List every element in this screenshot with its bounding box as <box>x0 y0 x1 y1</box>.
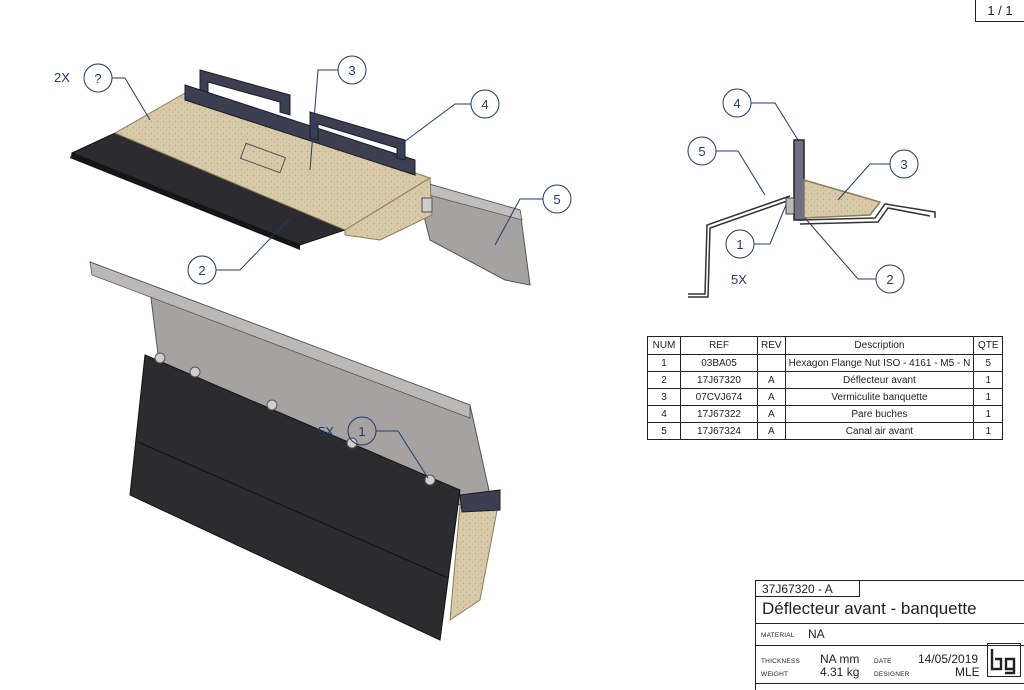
weight-label: WEIGHT <box>761 671 789 678</box>
date-label: DATE <box>874 658 892 665</box>
material-label: MATERIAL <box>761 632 795 639</box>
bom-cell: 17J67322 <box>680 405 758 423</box>
table-row: 5 17J67324 A Canal air avant 1 <box>647 422 1004 440</box>
bom-header-qty: QTE <box>973 336 1004 355</box>
bom-cell: A <box>757 371 786 389</box>
thickness-label: THICKNESS <box>761 658 801 665</box>
top-isometric-view <box>70 69 531 286</box>
bom-cell: Canal air avant <box>784 422 975 440</box>
bom-cell <box>757 354 786 372</box>
bom-cell: 5 <box>973 354 1004 372</box>
bom-header-ref: REF <box>680 336 758 355</box>
bottom-isometric-view <box>89 261 501 641</box>
drawing-reference: 37J67320 - A <box>756 581 860 597</box>
bom-cell: A <box>757 405 786 423</box>
balloon-bottom-1: 1 <box>358 424 365 439</box>
table-row: 1 03BA05 Hexagon Flange Nut ISO - 4161 -… <box>647 354 1004 372</box>
bom-cell: 2 <box>647 371 681 389</box>
balloon-main-3: 3 <box>348 63 355 78</box>
title-block: 37J67320 - A Déflecteur avant - banquett… <box>755 580 1024 690</box>
balloon-main-4: 4 <box>481 97 488 112</box>
bom-cell: 03BA05 <box>680 354 758 372</box>
bom-cell: Hexagon Flange Nut ISO - 4161 - M5 - N <box>784 354 975 372</box>
side-view-quantity: 5X <box>731 272 747 287</box>
designer-label: DESIGNER <box>874 671 910 678</box>
bom-cell: Déflecteur avant <box>784 371 975 389</box>
bom-cell: 1 <box>973 405 1004 423</box>
table-row: 3 07CVJ674 A Vermiculite banquette 1 <box>647 388 1004 406</box>
bom-cell: 1 <box>647 354 681 372</box>
balloon-side-1: 1 <box>736 237 743 252</box>
bill-of-materials-table: NUM REF REV Description QTE 1 03BA05 Hex… <box>647 336 1004 440</box>
sheet-number: 1 / 1 <box>975 0 1024 22</box>
balloon-side-4: 4 <box>733 96 740 111</box>
bom-cell: 17J67324 <box>680 422 758 440</box>
balloon-main-unknown: ? <box>94 71 101 86</box>
bom-header-description: Description <box>784 336 975 355</box>
main-view-quantity: 2X <box>54 70 70 85</box>
designer-value: MLE <box>955 665 980 679</box>
table-row: 4 17J67322 A Pare buches 1 <box>647 405 1004 423</box>
bom-cell: Vermiculite banquette <box>784 388 975 406</box>
side-section-view <box>688 139 936 298</box>
company-logo-icon <box>987 643 1021 677</box>
bom-cell: Pare buches <box>784 405 975 423</box>
bom-cell: 1 <box>973 388 1004 406</box>
bom-header-num: NUM <box>647 336 681 355</box>
balloon-main-2: 2 <box>198 263 205 278</box>
balloon-side-5: 5 <box>698 144 705 159</box>
bom-cell: 1 <box>973 371 1004 389</box>
bom-cell: 3 <box>647 388 681 406</box>
bom-header-row: NUM REF REV Description QTE <box>647 336 1004 355</box>
bom-cell: A <box>757 388 786 406</box>
balloon-side-2: 2 <box>886 272 893 287</box>
material-value: NA <box>808 627 825 641</box>
table-row: 2 17J67320 A Déflecteur avant 1 <box>647 371 1004 389</box>
bom-header-rev: REV <box>757 336 786 355</box>
weight-value: 4.31 kg <box>820 665 860 679</box>
bom-cell: 1 <box>973 422 1004 440</box>
drawing-title: Déflecteur avant - banquette <box>762 599 977 618</box>
date-value: 14/05/2019 <box>918 652 979 666</box>
thickness-value: NA mm <box>820 652 860 666</box>
bottom-view-quantity: 5X <box>318 424 334 439</box>
bom-cell: 4 <box>647 405 681 423</box>
bom-cell: 5 <box>647 422 681 440</box>
balloon-side-3: 3 <box>900 157 907 172</box>
balloon-main-5: 5 <box>553 192 560 207</box>
bom-cell: 17J67320 <box>680 371 758 389</box>
bom-cell: A <box>757 422 786 440</box>
bom-cell: 07CVJ674 <box>680 388 758 406</box>
